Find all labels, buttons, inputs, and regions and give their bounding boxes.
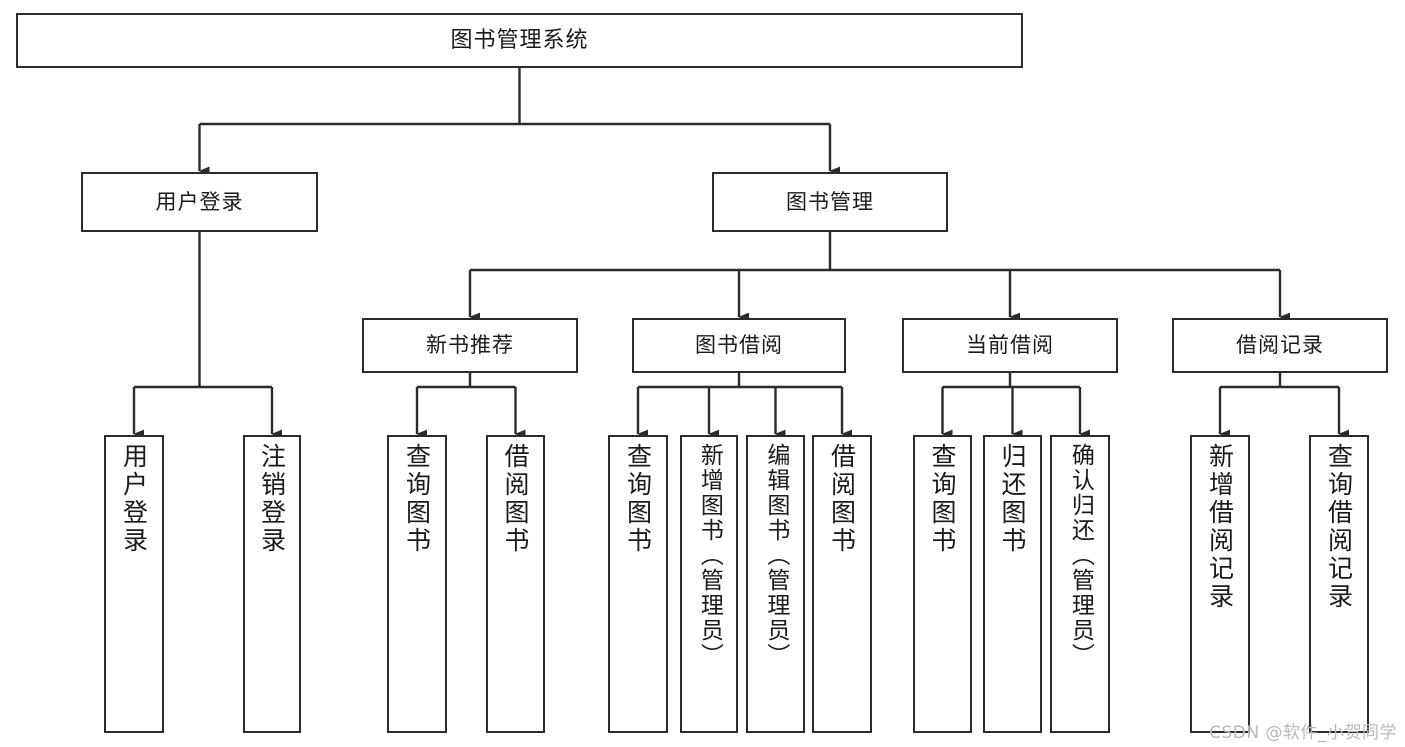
node-label: 用户登录 xyxy=(155,189,244,214)
node-label: 查询借阅记录 xyxy=(1324,443,1354,611)
node-leaf-add-book[interactable]: 新增图书（管理员） xyxy=(680,435,738,733)
node-label: 图书管理系统 xyxy=(450,27,589,53)
node-label: 当前借阅 xyxy=(966,333,1054,358)
node-label: 查询图书 xyxy=(402,443,432,555)
watermark: CSDN @软件_小贺同学 xyxy=(1209,723,1397,743)
node-book-manage[interactable]: 图书管理 xyxy=(712,172,948,232)
node-leaf-user-logout[interactable]: 注销登录 xyxy=(243,435,301,733)
node-book-borrow[interactable]: 图书借阅 xyxy=(632,318,846,373)
node-root[interactable]: 图书管理系统 xyxy=(16,13,1023,68)
node-leaf-borrow-book-2[interactable]: 借阅图书 xyxy=(812,435,872,733)
node-leaf-return-book[interactable]: 归还图书 xyxy=(983,435,1042,733)
node-leaf-edit-book[interactable]: 编辑图书（管理员） xyxy=(746,435,805,733)
node-label: 借阅图书 xyxy=(827,443,857,555)
node-label: 新增借阅记录 xyxy=(1205,443,1235,611)
node-label: 查询图书 xyxy=(623,443,653,555)
node-leaf-query-record[interactable]: 查询借阅记录 xyxy=(1309,435,1369,733)
node-label: 注销登录 xyxy=(257,443,287,555)
node-new-book-rec[interactable]: 新书推荐 xyxy=(362,318,578,373)
node-label: 借阅记录 xyxy=(1236,333,1324,358)
node-user-login[interactable]: 用户登录 xyxy=(81,172,318,232)
node-label: 新增图书（管理员） xyxy=(696,443,723,668)
node-leaf-query-book-1[interactable]: 查询图书 xyxy=(387,435,447,733)
node-leaf-query-book-3[interactable]: 查询图书 xyxy=(913,435,972,733)
node-label: 借阅图书 xyxy=(501,443,530,555)
node-label: 新书推荐 xyxy=(426,333,514,358)
node-label: 编辑图书（管理员） xyxy=(762,443,789,668)
node-label: 确认归还（管理员） xyxy=(1067,443,1094,668)
node-label: 查询图书 xyxy=(928,443,957,555)
node-leaf-query-book-2[interactable]: 查询图书 xyxy=(608,435,668,733)
node-leaf-user-login[interactable]: 用户登录 xyxy=(104,435,164,733)
node-label: 图书借阅 xyxy=(695,333,783,358)
node-label: 图书管理 xyxy=(786,189,874,214)
node-leaf-confirm-return[interactable]: 确认归还（管理员） xyxy=(1050,435,1110,733)
node-borrow-record[interactable]: 借阅记录 xyxy=(1172,318,1388,373)
node-label: 用户登录 xyxy=(119,443,149,555)
node-leaf-add-record[interactable]: 新增借阅记录 xyxy=(1190,435,1250,733)
node-current-borrow[interactable]: 当前借阅 xyxy=(902,318,1118,373)
node-label: 归还图书 xyxy=(998,443,1027,555)
node-leaf-borrow-book-1[interactable]: 借阅图书 xyxy=(486,435,545,733)
